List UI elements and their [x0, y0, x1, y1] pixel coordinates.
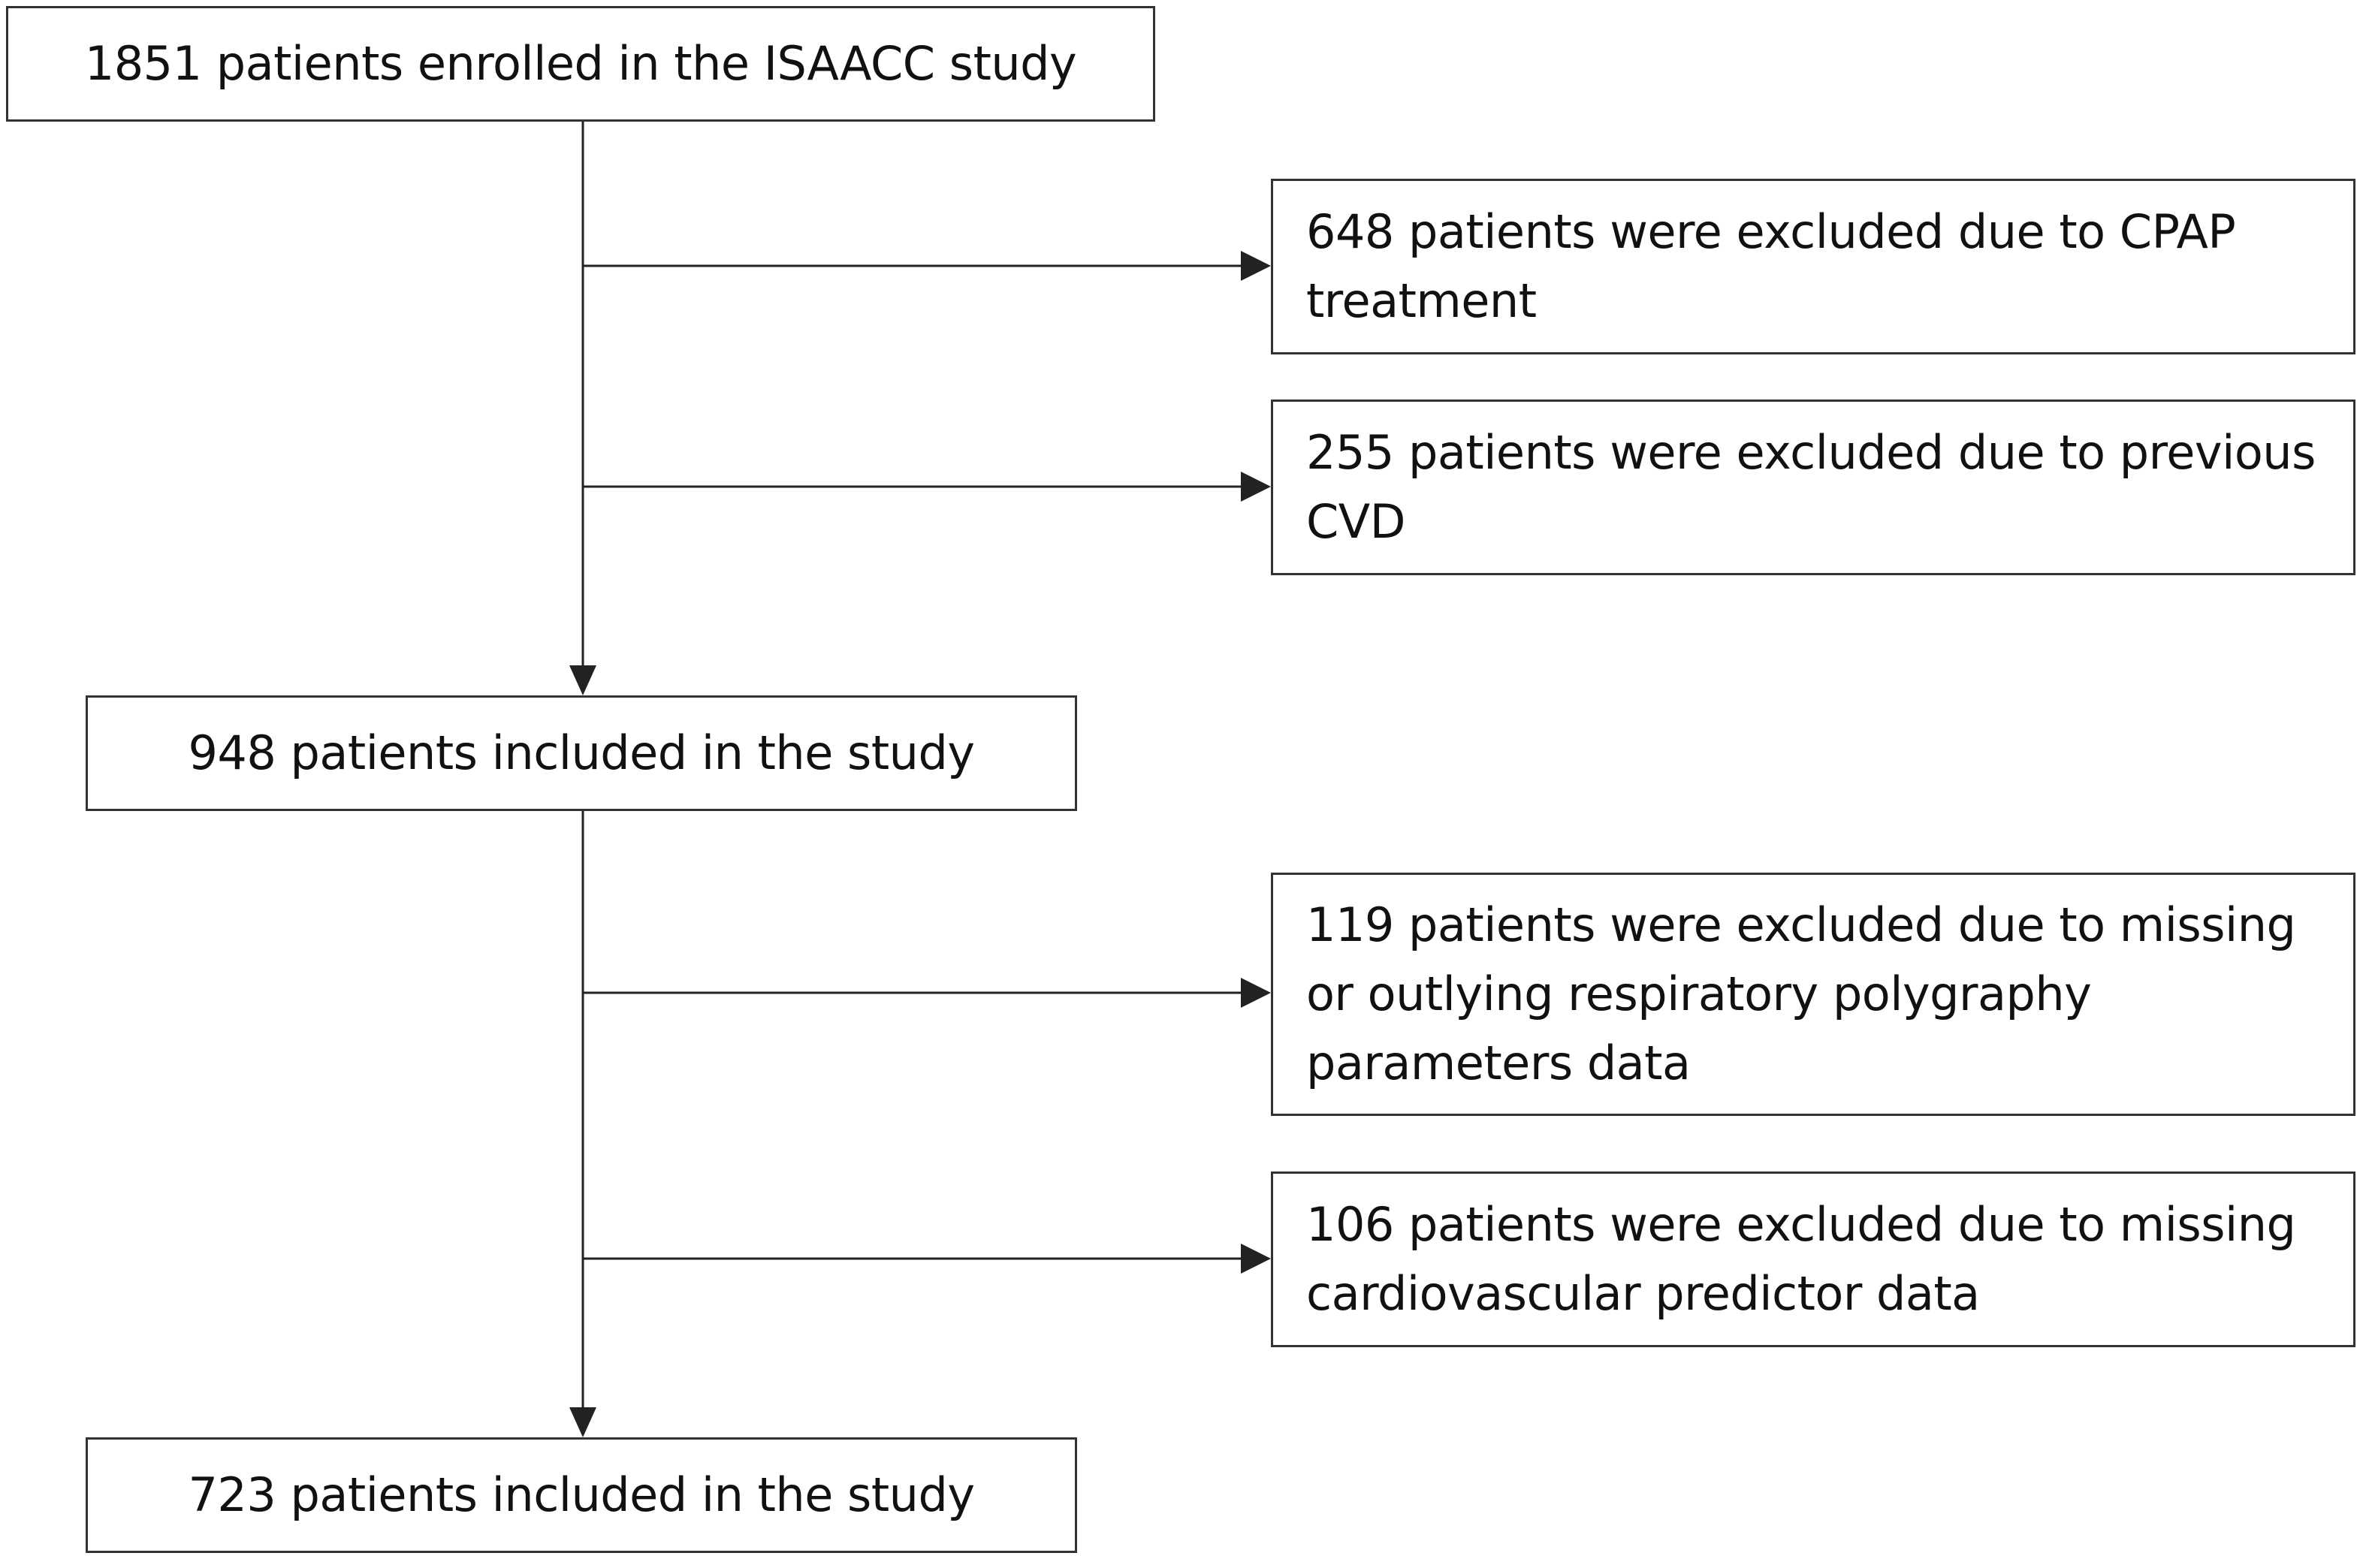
exclusion-cpap-text: 648 patients were excluded due to CPAP t…	[1306, 204, 2236, 328]
exclusion-cardio-box: 106 patients were excluded due to missin…	[1271, 1171, 2355, 1347]
arrowhead-down-included-first	[569, 665, 596, 695]
included-final-box: 723 patients included in the study	[86, 1437, 1077, 1553]
arrowhead-right-cpap	[1241, 251, 1271, 281]
exclusion-cvd-text: 255 patients were excluded due to previo…	[1306, 425, 2316, 549]
arrowhead-right-polygraphy	[1241, 978, 1271, 1008]
enrolled-box: 1851 patients enrolled in the ISAACC stu…	[6, 6, 1155, 122]
exclusion-polygraphy-box: 119 patients were excluded due to missin…	[1271, 873, 2355, 1116]
included-first-text: 948 patients included in the study	[188, 725, 975, 781]
enrolled-text: 1851 patients enrolled in the ISAACC stu…	[84, 36, 1077, 92]
exclusion-cvd-box: 255 patients were excluded due to previo…	[1271, 400, 2355, 575]
arrowhead-down-included-final	[569, 1407, 596, 1437]
arrowhead-right-cardio	[1241, 1244, 1271, 1274]
exclusion-cardio-text: 106 patients were excluded due to missin…	[1306, 1197, 2296, 1321]
arrowhead-right-cvd	[1241, 472, 1271, 502]
exclusion-polygraphy-text: 119 patients were excluded due to missin…	[1306, 897, 2296, 1090]
exclusion-cpap-box: 648 patients were excluded due to CPAP t…	[1271, 179, 2355, 354]
included-final-text: 723 patients included in the study	[188, 1467, 975, 1523]
included-first-box: 948 patients included in the study	[86, 695, 1077, 811]
